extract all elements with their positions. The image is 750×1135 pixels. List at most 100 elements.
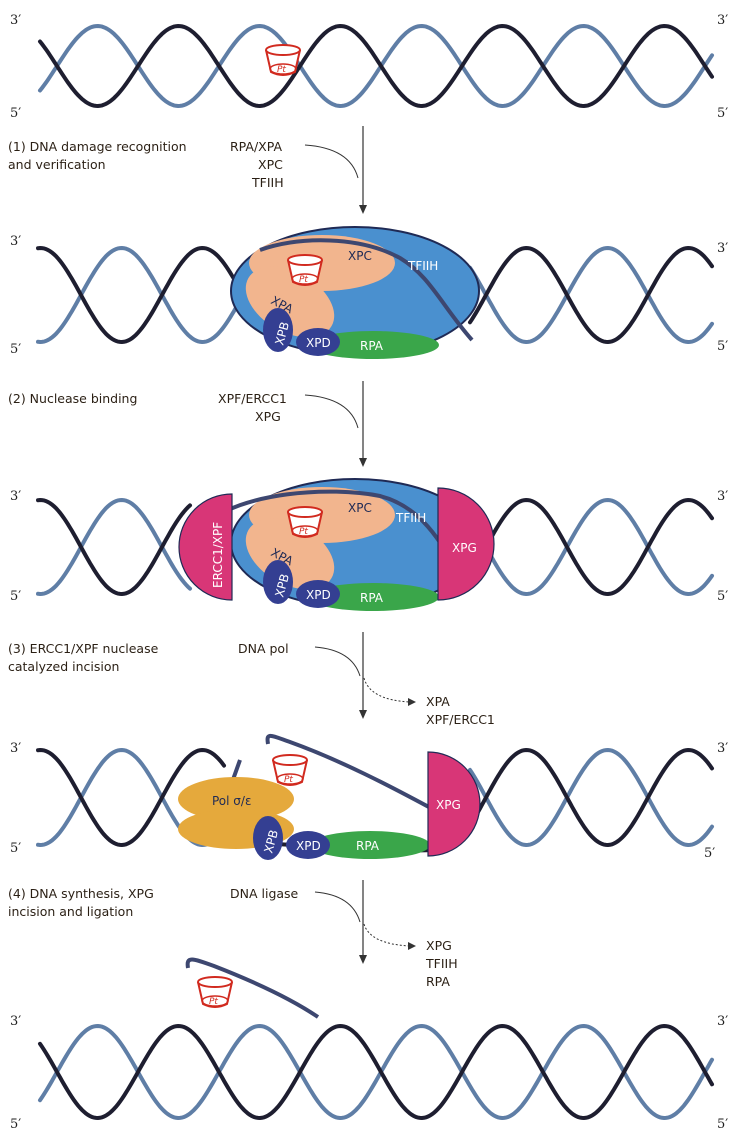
- adduct-cup-body: [287, 259, 323, 286]
- xpg-label: XPG: [436, 798, 461, 812]
- five-prime-label: 5′: [717, 106, 728, 121]
- step-3-released-1: XPA: [426, 694, 450, 709]
- adduct-cup-body: [272, 759, 308, 786]
- release-arrow-curve: [363, 677, 411, 703]
- step-4-released-2: TFIIH: [425, 956, 458, 971]
- xpg-label: XPG: [452, 541, 477, 555]
- step-4-incoming-1: DNA ligase: [230, 886, 299, 901]
- adduct-cup-body: [197, 981, 233, 1008]
- xpg-nuclease: [437, 487, 495, 601]
- three-prime-label: 3′: [10, 741, 21, 756]
- dna-stage-2: Pt XPC TFIIH XPA XPB XPD RPA 3′ 5′ 3′ 5′: [10, 226, 728, 359]
- recruit-arrow-curve: [314, 891, 361, 923]
- dna-helix-3-right: [488, 497, 714, 597]
- dna-stage-4: Pt Pol σ/ε XPB XPD RPA XPG 3′ 5′ 3′ 5′: [10, 733, 728, 861]
- step-4-title-line-2: incision and ligation: [8, 904, 133, 919]
- xpg-nuclease: [427, 751, 481, 857]
- three-prime-label: 3′: [10, 489, 21, 504]
- dna-helix-2-left: [36, 245, 252, 345]
- five-prime-label: 5′: [10, 841, 21, 856]
- rpa-label: RPA: [360, 339, 384, 353]
- step-4-released-1: XPG: [426, 938, 452, 953]
- five-prime-label: 5′: [10, 1117, 21, 1132]
- step-4-transition: (4) DNA synthesis, XPG incision and liga…: [8, 880, 458, 989]
- dna-stage-5: Pt 3′ 5′ 3′ 5′: [10, 957, 728, 1132]
- dna-helix-2-right: [468, 245, 714, 345]
- rpa-protein: [310, 831, 430, 859]
- pol-label: Pol σ/ε: [212, 794, 251, 808]
- dna-strand-dark: [36, 497, 192, 597]
- adduct-cup-rim: [272, 754, 308, 766]
- platinum-label: Pt: [209, 997, 218, 1007]
- xpb-label: XPB: [261, 828, 281, 855]
- xpb-label: XPB: [272, 572, 292, 599]
- dna-strand-dark: [38, 23, 714, 109]
- dna-strand-dark: [488, 497, 714, 597]
- step-4-title-line-1: (4) DNA synthesis, XPG: [8, 886, 154, 901]
- platinum-adduct-2: Pt: [287, 254, 323, 286]
- three-prime-label: 3′: [10, 234, 21, 249]
- five-prime-label: 5′: [10, 106, 21, 121]
- xpb-protein: [253, 816, 283, 860]
- tfiih-label: TFIIH: [395, 511, 426, 525]
- xpd-label: XPD: [306, 336, 331, 350]
- ercc1-xpf-label: ERCC1/XPF: [211, 522, 225, 588]
- arrow-head: [359, 710, 367, 719]
- step-2-transition: (2) Nuclease binding XPF/ERCC1 XPG: [8, 381, 367, 467]
- dna-strand-light: [468, 747, 714, 848]
- xpd-label: XPD: [306, 588, 331, 602]
- platinum-adduct-5: Pt: [197, 976, 233, 1008]
- recruit-arrow-curve: [304, 394, 359, 429]
- dna-strand-dark: [36, 245, 252, 345]
- step-1-incoming-3: TFIIH: [251, 175, 284, 190]
- dna-strand-light: [38, 1023, 714, 1121]
- step-3-title-line-1: (3) ERCC1/XPF nuclease: [8, 641, 159, 656]
- arrow-head: [359, 205, 367, 214]
- xpb-protein: [263, 308, 293, 352]
- dna-strand-light: [36, 497, 192, 597]
- dna-strand-light: [488, 497, 714, 597]
- adduct-cup-base: [269, 63, 297, 75]
- dna-strand-light: [36, 245, 252, 345]
- adduct-cup-rim: [197, 976, 233, 988]
- excised-oligonucleotide: [265, 733, 439, 814]
- ercc1-xpf-nuclease: [178, 493, 233, 601]
- xpb-protein: [263, 560, 293, 604]
- dna-strand-dark: [468, 245, 714, 345]
- five-prime-label: 5′: [717, 589, 728, 604]
- step-2-title-line-1: (2) Nuclease binding: [8, 391, 137, 406]
- xpc-label: XPC: [348, 249, 372, 263]
- pol-delta-epsilon-top: [178, 777, 294, 821]
- five-prime-label: 5′: [717, 339, 728, 354]
- platinum-label: Pt: [277, 65, 286, 75]
- dna-strand-light: [38, 23, 714, 109]
- dna-strand-dark: [468, 747, 714, 848]
- five-prime-label: 5′: [10, 342, 21, 357]
- dna-helix-1: [38, 23, 714, 109]
- adduct-cup-rim: [265, 44, 301, 56]
- step-3-title-line-2: catalyzed incision: [8, 659, 119, 674]
- xpb-label: XPB: [272, 320, 292, 347]
- arrow-head: [359, 955, 367, 964]
- release-arrow-curve: [363, 923, 411, 947]
- arrow-head: [408, 942, 416, 950]
- xpd-protein: [296, 328, 340, 356]
- adduct-cup-base: [291, 525, 319, 537]
- step-1-incoming-2: XPC: [258, 157, 283, 172]
- three-prime-label: 3′: [10, 1014, 21, 1029]
- adduct-cup-base: [201, 995, 229, 1007]
- platinum-label: Pt: [284, 775, 293, 785]
- adduct-cup-rim: [287, 506, 323, 518]
- three-prime-label: 3′: [717, 1014, 728, 1029]
- adduct-cup-base: [276, 773, 304, 785]
- three-prime-label: 3′: [10, 13, 21, 28]
- five-prime-label: 5′: [10, 589, 21, 604]
- xpd-protein: [296, 580, 340, 608]
- dna-strand-in-complex: [259, 238, 474, 342]
- excised-oligonucleotide: [185, 957, 320, 1019]
- platinum-label: Pt: [299, 275, 308, 285]
- recruit-arrow-curve: [304, 144, 359, 179]
- dna-strand-light: [468, 245, 714, 345]
- three-prime-label: 3′: [717, 489, 728, 504]
- dna-strand-dark: [38, 1023, 714, 1121]
